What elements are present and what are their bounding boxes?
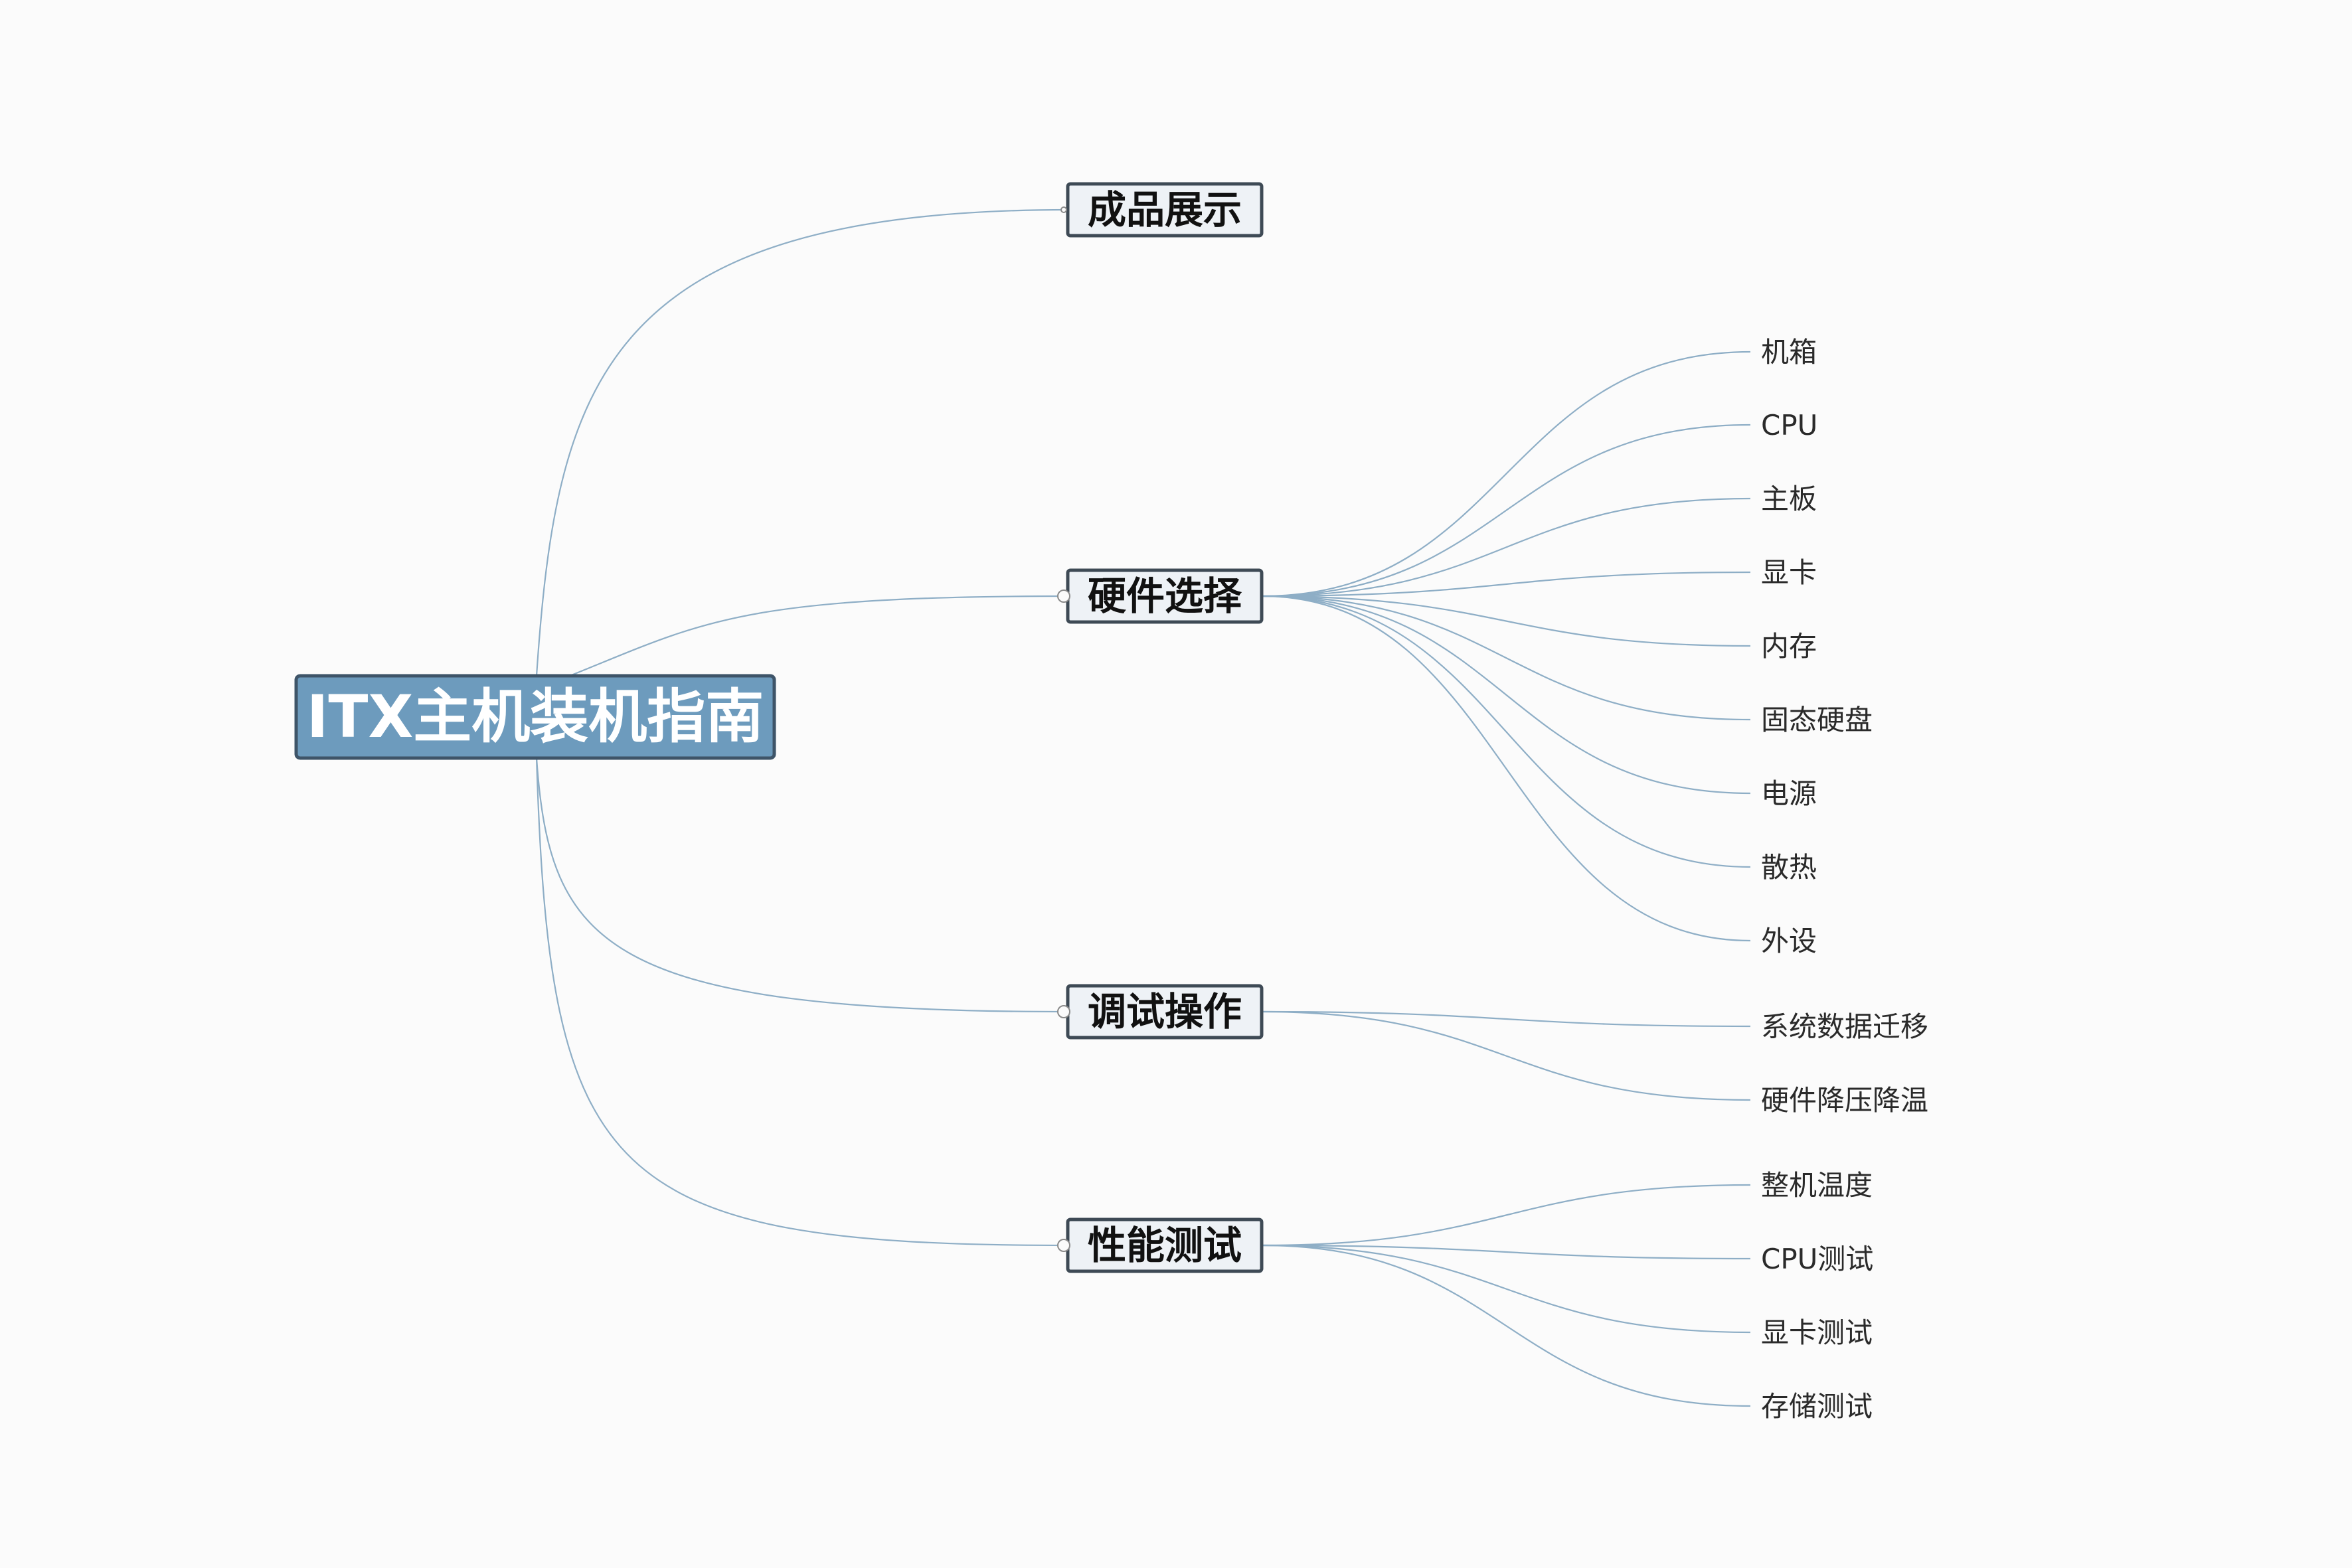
root-node-box bbox=[294, 674, 776, 760]
leaf-node-perf[interactable]: 存储测试 bbox=[1761, 1390, 1873, 1423]
connector-root-showcase bbox=[535, 208, 1068, 676]
connector-hardware-leaf bbox=[1261, 497, 1751, 597]
root-node[interactable]: ITX主机装机指南 bbox=[294, 674, 776, 760]
leaf-node-perf[interactable]: 整机温度 bbox=[1761, 1169, 1873, 1202]
leaf-node-perf[interactable]: CPU测试 bbox=[1761, 1243, 1873, 1275]
collapse-toggle-icon[interactable] bbox=[1057, 589, 1070, 603]
leaf-node-hardware[interactable]: 外设 bbox=[1761, 925, 1817, 957]
branch-node-label: 硬件选择 bbox=[1088, 574, 1242, 619]
leaf-node-debug[interactable]: 系统数据迁移 bbox=[1761, 1010, 1928, 1043]
connector-hardware-leaf bbox=[1261, 595, 1751, 942]
connector-hardware-leaf bbox=[1261, 424, 1751, 597]
connector-layer bbox=[535, 208, 1751, 1407]
connector-hardware-leaf bbox=[1261, 595, 1751, 795]
leaf-node-hardware[interactable]: 电源 bbox=[1761, 777, 1817, 810]
leaf-node-hardware[interactable]: 内存 bbox=[1761, 630, 1817, 663]
connector-root-debug bbox=[535, 757, 1068, 1013]
leaf-node-hardware[interactable]: 主板 bbox=[1761, 483, 1817, 515]
leaf-node-hardware[interactable]: 散热 bbox=[1761, 851, 1817, 884]
collapse-toggle-icon[interactable] bbox=[1057, 1239, 1070, 1252]
connector-root-perf bbox=[535, 757, 1068, 1247]
collapse-toggle-icon[interactable] bbox=[1057, 1005, 1070, 1018]
leaf-node-perf[interactable]: 显卡测试 bbox=[1761, 1316, 1873, 1349]
connector-perf-leaf bbox=[1261, 1244, 1751, 1407]
connector-hardware-leaf bbox=[1261, 595, 1751, 868]
connector-debug-leaf bbox=[1261, 1010, 1751, 1101]
connector-root-hardware bbox=[569, 595, 1068, 677]
leaf-node-hardware[interactable]: 固态硬盘 bbox=[1761, 704, 1873, 736]
root-node-label: ITX主机装机指南 bbox=[307, 682, 764, 751]
branch-node-debug[interactable]: 调试操作 bbox=[1057, 984, 1264, 1040]
branch-node-hardware[interactable]: 硬件选择 bbox=[1057, 568, 1264, 624]
branch-node-label: 性能测试 bbox=[1088, 1223, 1242, 1268]
connector-hardware-leaf bbox=[1261, 351, 1751, 597]
connector-hardware-leaf bbox=[1261, 595, 1751, 721]
collapse-toggle-icon[interactable] bbox=[1060, 206, 1067, 213]
branch-node-label: 调试操作 bbox=[1088, 989, 1242, 1034]
connector-hardware-leaf bbox=[1261, 595, 1751, 647]
branch-node-box bbox=[1066, 182, 1264, 238]
leaf-node-debug[interactable]: 硬件降压降温 bbox=[1761, 1084, 1928, 1117]
leaf-node-hardware[interactable]: CPU bbox=[1761, 409, 1817, 441]
connector-perf-leaf bbox=[1261, 1184, 1751, 1247]
leaf-node-hardware[interactable]: 显卡 bbox=[1761, 556, 1817, 589]
branch-node-perf[interactable]: 性能测试 bbox=[1057, 1217, 1264, 1273]
connector-hardware-leaf bbox=[1261, 571, 1751, 597]
branch-node-showcase[interactable]: 成品展示 bbox=[1060, 182, 1264, 238]
leaf-node-hardware[interactable]: 机箱 bbox=[1761, 336, 1817, 368]
branch-node-label: 成品展示 bbox=[1088, 187, 1242, 232]
connector-perf-leaf bbox=[1261, 1244, 1751, 1334]
connector-perf-leaf bbox=[1261, 1244, 1751, 1260]
connector-debug-leaf bbox=[1261, 1010, 1751, 1028]
